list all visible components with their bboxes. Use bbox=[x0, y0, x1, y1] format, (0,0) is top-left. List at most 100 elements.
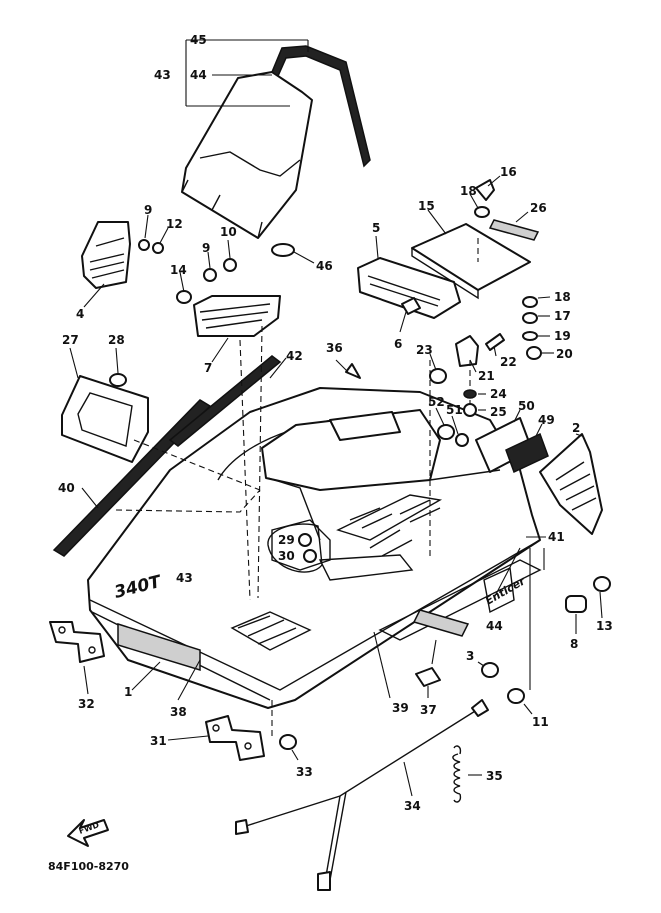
callout-3: 3 bbox=[466, 649, 474, 663]
callout-10: 10 bbox=[220, 225, 237, 239]
grommet-11 bbox=[507, 688, 525, 704]
callout-4: 4 bbox=[76, 307, 84, 321]
callout-42: 42 bbox=[286, 349, 303, 363]
callout-28: 28 bbox=[108, 333, 125, 347]
washer-17 bbox=[522, 312, 538, 324]
direction-arrow: FWD bbox=[67, 819, 109, 847]
rod-26 bbox=[488, 219, 540, 241]
front-vent-part bbox=[193, 295, 281, 337]
grommet-51 bbox=[455, 433, 469, 447]
callout-33: 33 bbox=[296, 765, 313, 779]
clip-6 bbox=[401, 297, 421, 315]
callout-36: 36 bbox=[326, 341, 343, 355]
callout-25: 25 bbox=[490, 405, 507, 419]
callout-51: 51 bbox=[446, 403, 463, 417]
washer-18a bbox=[474, 206, 490, 218]
callout-46: 44 bbox=[190, 68, 207, 82]
grommet-48 bbox=[271, 243, 295, 257]
callout-15: 15 bbox=[418, 199, 435, 213]
screw-14 bbox=[176, 290, 192, 304]
callout-18: 18 bbox=[460, 184, 477, 198]
callout-41: 41 bbox=[548, 530, 565, 544]
callout-23: 23 bbox=[416, 343, 433, 357]
grommet-3 bbox=[481, 662, 499, 678]
callout-22: 22 bbox=[500, 355, 517, 369]
callout-50: 50 bbox=[518, 399, 535, 413]
callout-32: 32 bbox=[78, 697, 95, 711]
washer-24 bbox=[463, 389, 477, 399]
callout-16: 16 bbox=[500, 165, 517, 179]
callout-7: 7 bbox=[204, 361, 212, 375]
hood-part bbox=[87, 387, 542, 709]
hinge-31 bbox=[205, 715, 265, 761]
grommet-28 bbox=[109, 373, 127, 387]
callout-2: 2 bbox=[572, 421, 580, 435]
callout-1: 1 bbox=[124, 685, 132, 699]
cable-34 bbox=[235, 699, 489, 891]
visor-part bbox=[357, 257, 461, 319]
callout-13: 12 bbox=[166, 217, 183, 231]
callout-14: 14 bbox=[170, 263, 187, 277]
callout-52: 52 bbox=[428, 395, 445, 409]
hinge-21 bbox=[455, 335, 479, 367]
callout-9b: 9 bbox=[202, 241, 210, 255]
bolt-22 bbox=[485, 333, 505, 351]
gauge-panel-part bbox=[61, 375, 149, 463]
callout-39: 39 bbox=[392, 701, 409, 715]
callout-20: 20 bbox=[556, 347, 573, 361]
callout-48: 46 bbox=[316, 259, 333, 273]
callout-24: 24 bbox=[490, 387, 507, 401]
callout-34: 34 bbox=[404, 799, 421, 813]
grommet-52 bbox=[437, 424, 455, 440]
grommet-23 bbox=[429, 368, 447, 384]
callout-31: 31 bbox=[150, 734, 167, 748]
callout-29: 29 bbox=[278, 533, 295, 547]
callout-27: 27 bbox=[62, 333, 79, 347]
windshield-part bbox=[181, 45, 371, 239]
callout-38: 38 bbox=[170, 705, 187, 719]
washer-19 bbox=[522, 331, 538, 341]
trim-42 bbox=[168, 355, 282, 447]
callout-17: 17 bbox=[554, 309, 571, 323]
grommet-33 bbox=[279, 734, 297, 750]
callout-37: 37 bbox=[420, 703, 437, 717]
callout-49: 49 bbox=[538, 413, 555, 427]
nut-25 bbox=[463, 403, 477, 417]
callout-labels: 45 43 44 9 12 9 10 46 14 4 7 27 28 42 36… bbox=[58, 33, 613, 813]
nut-20 bbox=[526, 346, 542, 360]
callout-40: 40 bbox=[58, 481, 75, 495]
label-37 bbox=[415, 667, 441, 687]
bushing-8 bbox=[565, 595, 587, 613]
callout-21: 21 bbox=[478, 369, 495, 383]
clip-29 bbox=[298, 533, 312, 547]
callout-9: 9 bbox=[144, 203, 152, 217]
plate-part bbox=[411, 223, 531, 300]
side-vent-part bbox=[81, 221, 131, 289]
drawing-code: 84F100-8270 bbox=[48, 860, 129, 873]
screw-12 bbox=[593, 576, 611, 592]
callout-44: 44 bbox=[486, 619, 503, 633]
callout-47: 45 bbox=[190, 33, 207, 47]
nut-9b bbox=[203, 268, 217, 282]
callout-6: 6 bbox=[394, 337, 402, 351]
nut-9a bbox=[138, 239, 150, 251]
callout-12: 13 bbox=[596, 619, 613, 633]
clip-30 bbox=[303, 549, 317, 563]
callout-18b: 18 bbox=[554, 290, 571, 304]
clip-13 bbox=[152, 242, 164, 254]
callout-43: 43 bbox=[176, 571, 193, 585]
callout-5: 5 bbox=[372, 221, 380, 235]
callout-35: 35 bbox=[486, 769, 503, 783]
lens-49 bbox=[505, 432, 549, 474]
trim-36 bbox=[345, 363, 361, 379]
callout-45: 43 bbox=[154, 68, 171, 82]
spring-35 bbox=[452, 745, 462, 803]
callout-8: 8 bbox=[570, 637, 578, 651]
callout-11: 11 bbox=[532, 715, 549, 729]
callout-19: 19 bbox=[554, 329, 571, 343]
callout-26: 26 bbox=[530, 201, 547, 215]
side-panel-part bbox=[539, 433, 603, 535]
washer-18b bbox=[522, 296, 538, 308]
callout-30: 30 bbox=[278, 549, 295, 563]
